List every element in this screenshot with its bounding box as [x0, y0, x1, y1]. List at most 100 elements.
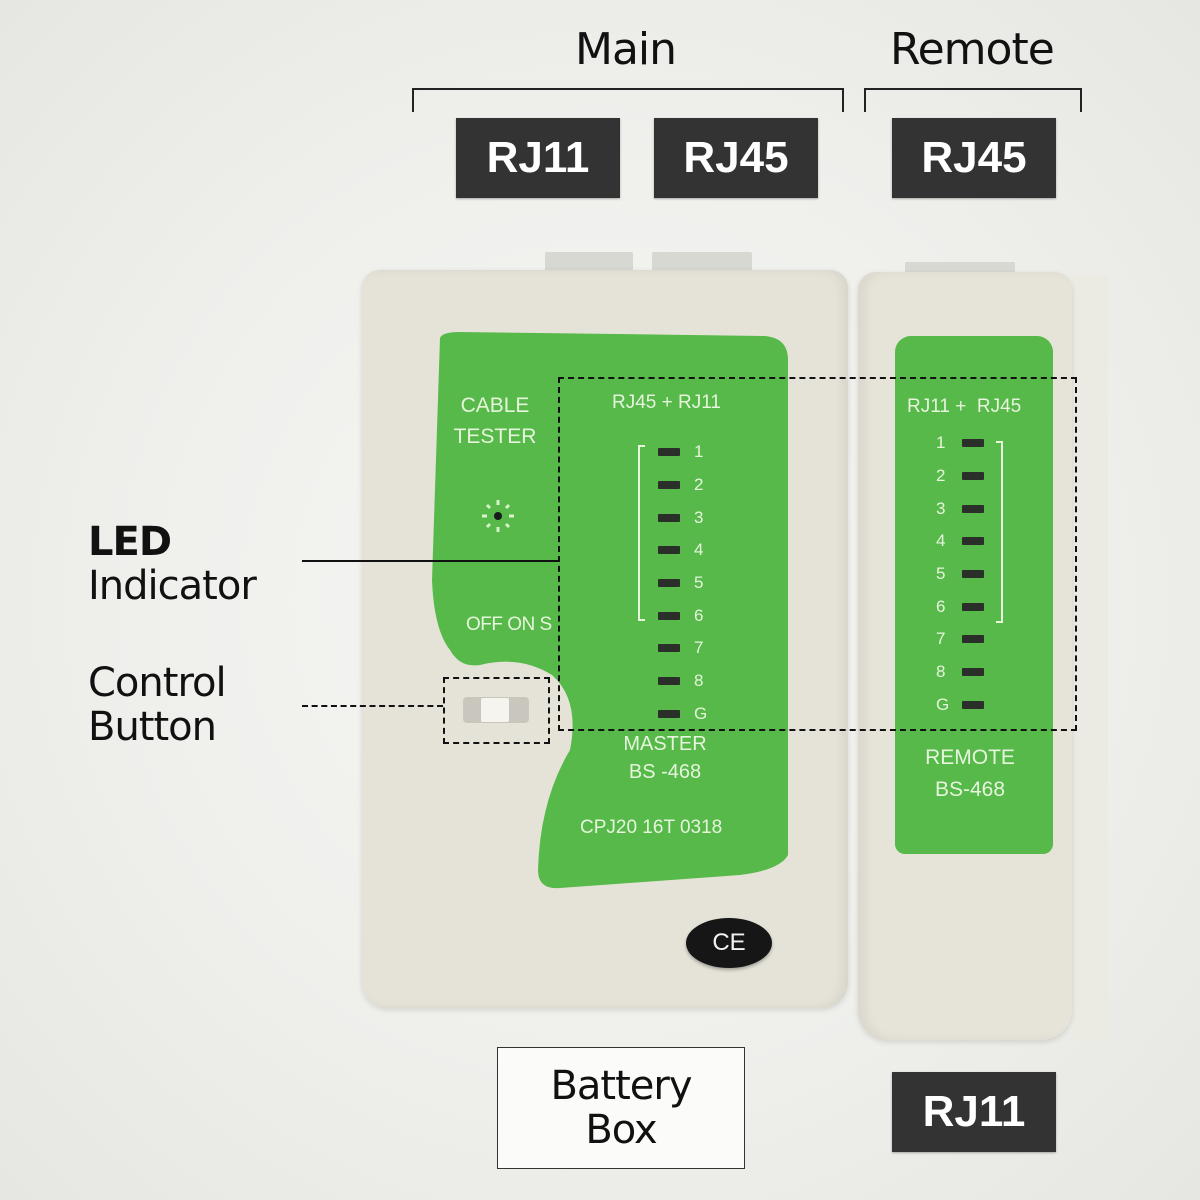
remote-led-row: G [936, 689, 984, 722]
remote-led-row: 4 [936, 525, 984, 558]
main-port-heading: RJ45 + RJ11 [612, 392, 721, 413]
main-bracket-line [638, 445, 645, 621]
main-rj45-tag: RJ45 [654, 118, 818, 198]
led-indicator [658, 644, 680, 653]
ce-mark-text: CE [712, 929, 746, 956]
main-label: Main [575, 24, 677, 75]
switch-knob[interactable] [481, 698, 509, 722]
main-led-row: 8 [658, 665, 707, 698]
remote-green-panel [895, 336, 1053, 854]
led-sun-icon [482, 500, 514, 532]
led-indicator [658, 481, 680, 490]
led-indicator [962, 439, 984, 448]
pin-label: 6 [936, 596, 946, 616]
led-indicator [658, 513, 680, 522]
pin-label: 6 [694, 605, 704, 625]
main-led-list: 1 2 3 4 5 6 7 8 G [658, 436, 707, 730]
remote-led-row: 1 [936, 427, 984, 460]
master-model: MASTER BS -468 [610, 730, 720, 786]
pin-label: 1 [694, 442, 704, 462]
pin-label: 3 [936, 498, 946, 518]
main-rj11-tag: RJ11 [456, 118, 620, 198]
led-indicator [658, 677, 680, 686]
pin-label: G [694, 703, 708, 723]
serial-number: CPJ20 16T 0318 [580, 817, 723, 838]
remote-led-row: 2 [936, 460, 984, 493]
main-green-panel [432, 332, 788, 889]
callout-control-line1: Control [88, 660, 227, 706]
led-indicator [658, 611, 680, 620]
remote-led-row: 8 [936, 656, 984, 689]
led-indicator [658, 709, 680, 718]
remote-bracket-line [996, 441, 1003, 623]
remote-bracket [864, 88, 1082, 112]
remote-led-row: 3 [936, 492, 984, 525]
title-line-2: TESTER [453, 425, 537, 448]
main-led-row: 4 [658, 534, 707, 567]
control-button-highlight [443, 677, 550, 744]
pin-label: 8 [694, 671, 704, 691]
led-indicator [962, 668, 984, 677]
led-callout-line [302, 560, 558, 562]
remote-led-row: 5 [936, 558, 984, 591]
led-indicator [658, 579, 680, 588]
led-indicator [658, 448, 680, 457]
remote-rj11-tag: RJ11 [892, 1072, 1056, 1152]
pin-label: 5 [936, 564, 946, 584]
main-led-row: 7 [658, 632, 707, 665]
pin-label: 7 [694, 638, 704, 658]
main-led-row: 1 [658, 436, 707, 469]
battery-box-label: Battery Box [497, 1047, 745, 1169]
rj11-port [545, 252, 633, 272]
battery-line-1: Battery [550, 1063, 692, 1109]
pin-label: 3 [694, 507, 704, 527]
remote-rj45-tag: RJ45 [892, 118, 1056, 198]
led-indicator [962, 700, 984, 709]
main-led-row: 2 [658, 469, 707, 502]
control-button-callout: Control Button [88, 660, 227, 750]
remote-port-heading: RJ11 + RJ45 [907, 396, 1022, 417]
remote-model: REMOTE BS-468 [905, 742, 1035, 806]
model-line-2: BS -468 [628, 761, 702, 783]
led-indicator-callout: LED Indicator [88, 519, 257, 609]
main-led-row: 3 [658, 501, 707, 534]
main-led-row: 6 [658, 599, 707, 632]
model-line-1: MASTER [623, 733, 707, 755]
pin-label: 4 [694, 540, 704, 560]
control-callout-line [302, 705, 443, 707]
callout-led-bold: LED [88, 519, 172, 565]
remote-led-row: 6 [936, 590, 984, 623]
ce-mark-icon: CE [686, 918, 772, 968]
remote-label: Remote [890, 24, 1055, 75]
main-bracket [412, 88, 844, 112]
main-led-row: G [658, 698, 707, 731]
remote-model-line-2: BS-468 [934, 778, 1006, 801]
rj45-port [652, 252, 752, 272]
title-line-1: CABLE [460, 394, 530, 417]
led-indicator [962, 472, 984, 481]
callout-led-line2: Indicator [88, 563, 257, 609]
remote-led-list: 1 2 3 4 5 6 7 8 G [936, 427, 984, 721]
led-indicator [962, 635, 984, 644]
cable-tester-title: CABLE TESTER [450, 390, 540, 452]
pin-label: 4 [936, 531, 946, 551]
battery-line-2: Box [585, 1107, 657, 1153]
callout-control-line2: Button [88, 704, 217, 750]
led-indicator [962, 570, 984, 579]
pin-label: G [936, 694, 950, 714]
pin-label: 5 [694, 573, 704, 593]
power-switch[interactable] [463, 697, 529, 723]
led-indicator-highlight [558, 377, 1077, 731]
pin-label: 2 [936, 466, 946, 486]
main-led-row: 5 [658, 567, 707, 600]
led-indicator [962, 602, 984, 611]
pin-label: 8 [936, 662, 946, 682]
remote-side-strip [1072, 275, 1108, 1040]
remote-model-line-1: REMOTE [925, 746, 1015, 769]
led-indicator [658, 546, 680, 555]
remote-led-row: 7 [936, 623, 984, 656]
led-indicator [962, 537, 984, 546]
switch-label: OFF ON S [466, 614, 552, 635]
led-indicator [962, 504, 984, 513]
pin-label: 2 [694, 475, 704, 495]
